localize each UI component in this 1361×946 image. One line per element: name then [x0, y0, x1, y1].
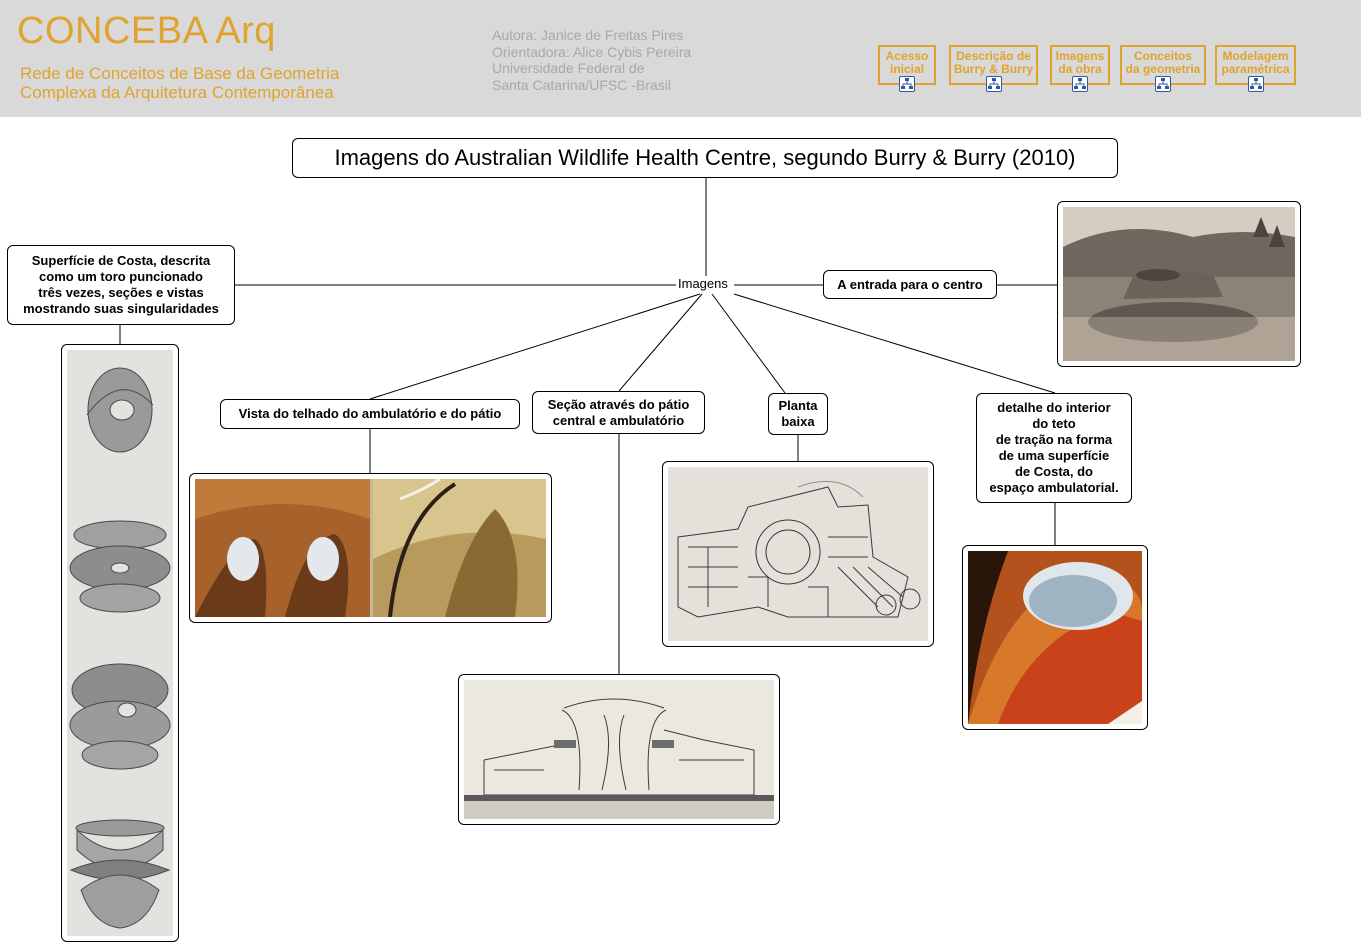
credits: Autora: Janice de Freitas Pires Orientad…: [492, 27, 691, 93]
app-subtitle: Rede de Conceitos de Base da Geometria C…: [20, 64, 339, 102]
node-secao-patio[interactable]: Seção através do pátio central e ambulat…: [532, 391, 705, 434]
nav-acesso-inicial-button[interactable]: Acesso inicial: [878, 45, 936, 92]
concept-map-icon[interactable]: [1247, 76, 1264, 92]
nav-label-line2: da geometria: [1125, 62, 1201, 76]
credit-location: Santa Catarina/UFSC -Brasil: [492, 76, 671, 93]
node-vista-telhado[interactable]: Vista do telhado do ambulatório e do pát…: [220, 399, 520, 429]
node-text-line: três vezes, seções e vistas: [38, 285, 204, 300]
costa-surface-images[interactable]: [61, 344, 179, 942]
nav-label-line2: da obra: [1058, 62, 1102, 76]
nav-imagens-obra-button[interactable]: Imagens da obra: [1050, 45, 1110, 92]
node-text-line: de tração na forma: [995, 432, 1113, 447]
telhado-photos[interactable]: [189, 473, 552, 623]
secao-drawing[interactable]: [458, 674, 780, 825]
nav-conceitos-geometria-button[interactable]: Conceitos da geometria: [1120, 45, 1206, 92]
concept-map-icon[interactable]: [899, 76, 915, 92]
credit-author: Autora: Janice de Freitas Pires: [492, 27, 684, 43]
node-text-line: central e ambulatório: [552, 412, 685, 428]
app-logo: CONCEBA Arq: [17, 10, 276, 52]
node-entrada-centro[interactable]: A entrada para o centro: [823, 270, 997, 299]
detalhe-teto-photo[interactable]: [962, 545, 1148, 730]
node-superficie-costa[interactable]: Superfície de Costa, descrita como um to…: [7, 245, 235, 325]
subtitle-line-1: Rede de Conceitos de Base da Geometria: [20, 64, 340, 83]
node-text-line: espaço ambulatorial.: [989, 480, 1119, 495]
node-text-line: mostrando suas singularidades: [23, 301, 219, 316]
concept-map-icon[interactable]: [1072, 76, 1088, 92]
concept-map-icon[interactable]: [985, 76, 1002, 92]
nav-label-line1: Modelagem: [1222, 49, 1289, 63]
nav-label-line1: Conceitos: [1133, 49, 1192, 63]
entrada-photo[interactable]: [1057, 201, 1301, 367]
node-planta-baixa[interactable]: Planta baixa: [768, 393, 828, 435]
header-bar: CONCEBA Arq Rede de Conceitos de Base da…: [0, 0, 1361, 117]
node-text-line: Seção através do pátio: [547, 396, 690, 412]
node-text-line: como um toro puncionado: [39, 269, 203, 284]
subtitle-line-2: Complexa da Arquitetura Contemporânea: [20, 83, 334, 102]
nav-modelagem-parametrica-button[interactable]: Modelagem paramétrica: [1215, 45, 1296, 92]
concept-map-icon[interactable]: [1155, 76, 1171, 92]
credit-university: Universidade Federal de: [492, 60, 645, 76]
credit-advisor: Orientadora: Alice Cybis Pereira: [492, 43, 692, 60]
nav-label-line1: Descrição de: [956, 49, 1031, 63]
node-text-line: de Costa, do: [1014, 464, 1093, 479]
nav-label-line2: paramétrica: [1221, 62, 1290, 76]
node-text-line: Vista do telhado do ambulatório e do pát…: [238, 406, 502, 421]
node-text-line: A entrada para o centro: [837, 276, 983, 292]
nav-descricao-burry-button[interactable]: Descrição de Burry & Burry: [949, 45, 1038, 92]
hub-label: Imagens: [677, 276, 729, 291]
nav-label-line1: Acesso: [885, 49, 929, 63]
map-title[interactable]: Imagens do Australian Wildlife Health Ce…: [292, 138, 1118, 178]
nav-label-line1: Imagens: [1055, 49, 1105, 63]
nav-label-line2: inicial: [889, 62, 924, 76]
nav-label-line2: Burry & Burry: [953, 62, 1034, 76]
planta-baixa-drawing[interactable]: [662, 461, 934, 647]
node-text-line: detalhe do interior: [997, 400, 1111, 415]
node-text-line: do teto: [1032, 416, 1076, 431]
node-detalhe-interior[interactable]: detalhe do interior do teto de tração na…: [976, 393, 1132, 503]
node-text-line: de uma superfície: [998, 448, 1110, 463]
node-text-line: Planta: [778, 398, 818, 413]
node-text-line: Superfície de Costa, descrita: [31, 253, 211, 268]
node-text-line: baixa: [781, 414, 815, 429]
